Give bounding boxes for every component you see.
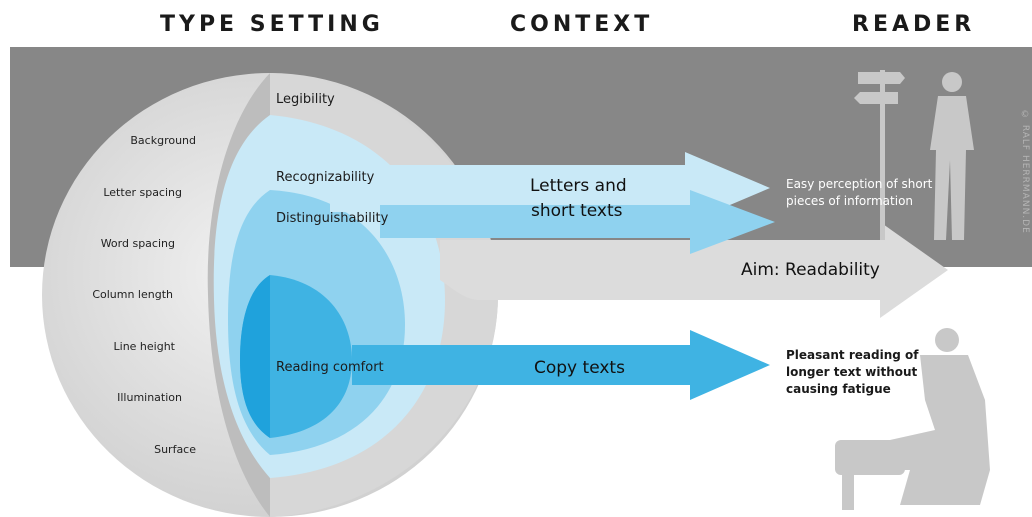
reader-outcome-long: Pleasant reading of longer text without … [786,347,918,398]
factor-label: Letter spacing [103,186,182,199]
signpost-icon [854,70,905,240]
letters-arrow-bottom [380,190,775,254]
reader-line: pieces of information [786,194,914,208]
reader-line: longer text without [786,365,918,379]
watermark: © RALF HERRMANN.DE [1020,110,1030,234]
level-legibility: Legibility [276,92,335,107]
arrow-label-aim: Aim: Readability [741,260,880,280]
layer-core [240,275,270,438]
standing-person-icon [930,72,974,240]
factor-label: Line height [113,340,175,353]
factor-label: Word spacing [100,237,175,250]
copy-arrow [352,330,770,400]
reader-line: causing fatigue [786,382,891,396]
seated-reader-icon [835,328,990,510]
factor-label: Column length [92,288,173,301]
reader-outcome-short: Easy perception of short pieces of infor… [786,176,932,210]
factor-label: Illumination [117,391,182,404]
factor-label: Surface [154,443,196,456]
arrow-label-letters: Letters and [530,176,627,196]
level-reading-comfort: Reading comfort [276,360,384,375]
header-reader: READER [852,12,976,37]
factor-label: Background [130,134,196,147]
arrow-label-short-texts: short texts [531,201,623,221]
header-context: CONTEXT [510,12,654,37]
header-type-setting: TYPE SETTING [160,12,384,37]
arrow-label-copy: Copy texts [534,358,625,378]
reader-line: Pleasant reading of [786,348,919,362]
aim-arrow [440,222,948,318]
reader-line: Easy perception of short [786,177,933,191]
level-recognizability: Recognizability [276,170,375,185]
level-distinguishability: Distinguishability [276,211,389,226]
